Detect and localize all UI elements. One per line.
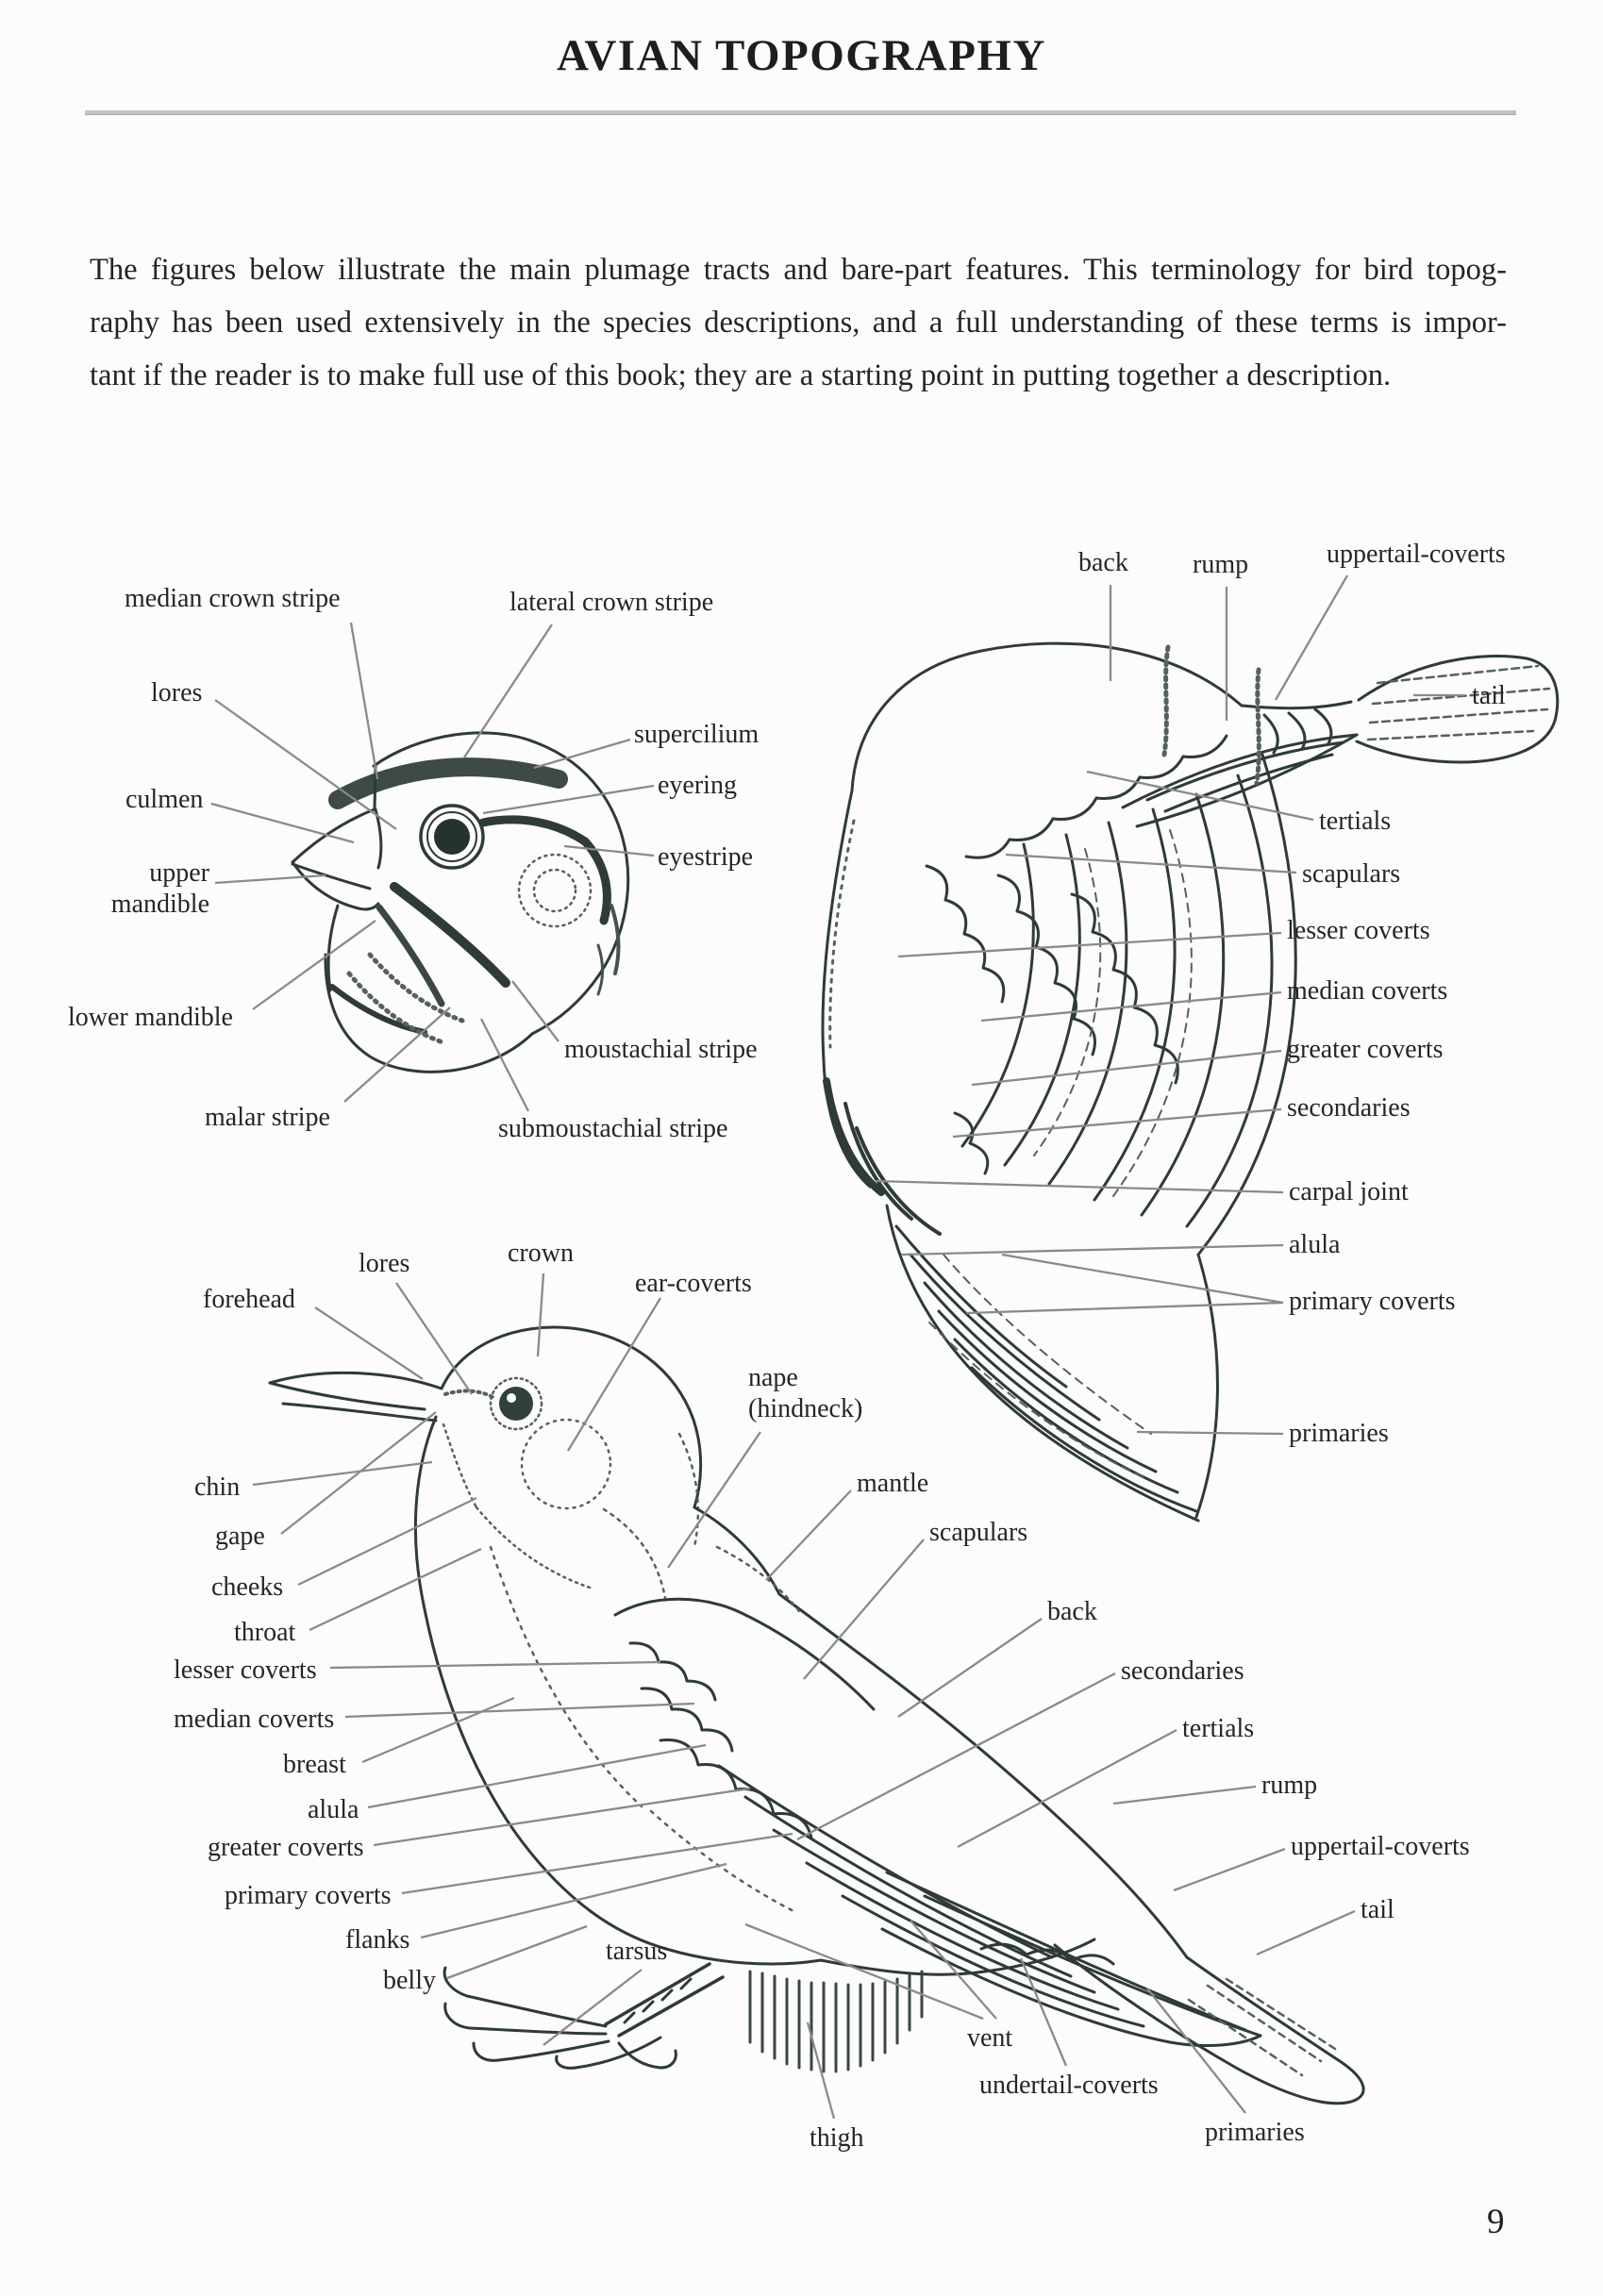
- label-lesser-coverts-wing: lesser coverts: [1287, 916, 1430, 945]
- label-rump-body: rump: [1261, 1771, 1318, 1800]
- label-nape-hindneck: nape (hindneck): [748, 1363, 863, 1423]
- label-back-wing: back: [1078, 548, 1128, 577]
- title-divider: [85, 110, 1516, 115]
- label-primaries-wing: primaries: [1289, 1419, 1389, 1448]
- label-lower-mandible: lower mandible: [68, 1003, 233, 1032]
- label-upper-mandible: upper mandible: [110, 858, 209, 919]
- label-scapulars-wing: scapulars: [1302, 859, 1401, 889]
- label-cheeks: cheeks: [211, 1572, 284, 1602]
- label-tail-body: tail: [1361, 1895, 1394, 1924]
- label-lores-head: lores: [151, 678, 203, 707]
- label-primary-coverts-body: primary coverts: [225, 1881, 392, 1910]
- label-median-coverts-body: median coverts: [174, 1705, 335, 1734]
- label-tarsus: tarsus: [606, 1937, 668, 1966]
- label-uppertail-coverts-wing: uppertail-coverts: [1327, 540, 1506, 569]
- label-median-coverts-wing: median coverts: [1287, 976, 1448, 1006]
- label-malar-stripe: malar stripe: [205, 1103, 330, 1132]
- wing-figure-illustration: [821, 641, 1560, 1522]
- label-secondaries-body: secondaries: [1121, 1656, 1244, 1686]
- label-back-body: back: [1047, 1597, 1097, 1626]
- label-lateral-crown-stripe: lateral crown stripe: [509, 588, 714, 617]
- label-secondaries-wing: secondaries: [1287, 1093, 1411, 1123]
- intro-line: tant if the reader is to make full use o…: [90, 358, 1392, 392]
- label-uppertail-coverts-body: uppertail-coverts: [1291, 1832, 1470, 1861]
- label-carpal-joint: carpal joint: [1289, 1177, 1409, 1206]
- label-flanks: flanks: [345, 1925, 410, 1955]
- label-primaries-body: primaries: [1205, 2118, 1305, 2147]
- head-leader-lines: [210, 622, 655, 1112]
- label-primary-coverts-wing: primary coverts: [1289, 1287, 1456, 1316]
- label-undertail-coverts: undertail-coverts: [979, 2071, 1159, 2100]
- body-figure-illustration: [268, 1325, 1365, 2105]
- label-median-crown-stripe: median crown stripe: [125, 584, 341, 613]
- label-lesser-coverts-body: lesser coverts: [174, 1655, 317, 1685]
- label-breast: breast: [283, 1750, 346, 1779]
- label-tertials-body: tertials: [1182, 1714, 1255, 1743]
- label-lores-body: lores: [359, 1249, 410, 1278]
- label-greater-coverts-wing: greater coverts: [1287, 1035, 1444, 1064]
- label-moustachial-stripe: moustachial stripe: [564, 1035, 758, 1064]
- label-thigh: thigh: [810, 2123, 864, 2153]
- label-eyering: eyering: [658, 771, 737, 800]
- page-title: AVIAN TOPOGRAPHY: [557, 31, 1046, 80]
- label-gape: gape: [215, 1522, 265, 1551]
- label-forehead: forehead: [203, 1285, 295, 1314]
- intro-line: raphy has been used extensively in the s…: [90, 306, 1507, 340]
- intro-line: The figures below illustrate the main pl…: [90, 253, 1507, 287]
- label-mantle: mantle: [857, 1469, 929, 1498]
- label-supercilium: supercilium: [634, 720, 760, 749]
- label-scapulars-body: scapulars: [929, 1518, 1028, 1547]
- page-number: 9: [1487, 2203, 1505, 2241]
- label-tertials-wing: tertials: [1319, 807, 1392, 836]
- label-tail-wing: tail: [1472, 681, 1506, 710]
- wing-leader-lines: [875, 574, 1464, 1436]
- label-vent: vent: [967, 2023, 1013, 2053]
- label-crown: crown: [508, 1239, 574, 1268]
- label-eyestripe: eyestripe: [658, 842, 754, 872]
- label-ear-coverts: ear-coverts: [635, 1269, 752, 1298]
- label-rump-wing: rump: [1193, 550, 1249, 579]
- label-chin: chin: [194, 1472, 241, 1502]
- intro-paragraph: The figures below illustrate the main pl…: [90, 243, 1507, 402]
- label-submoustachial-stripe: submoustachial stripe: [498, 1114, 728, 1143]
- label-greater-coverts-body: greater coverts: [208, 1833, 364, 1862]
- label-alula-body: alula: [308, 1795, 359, 1824]
- label-throat: throat: [234, 1618, 296, 1647]
- label-belly: belly: [383, 1966, 436, 1995]
- label-alula-wing: alula: [1289, 1230, 1341, 1259]
- label-culmen: culmen: [125, 785, 204, 814]
- head-figure-illustration: [291, 731, 630, 1073]
- body-leader-lines: [252, 1273, 1356, 2120]
